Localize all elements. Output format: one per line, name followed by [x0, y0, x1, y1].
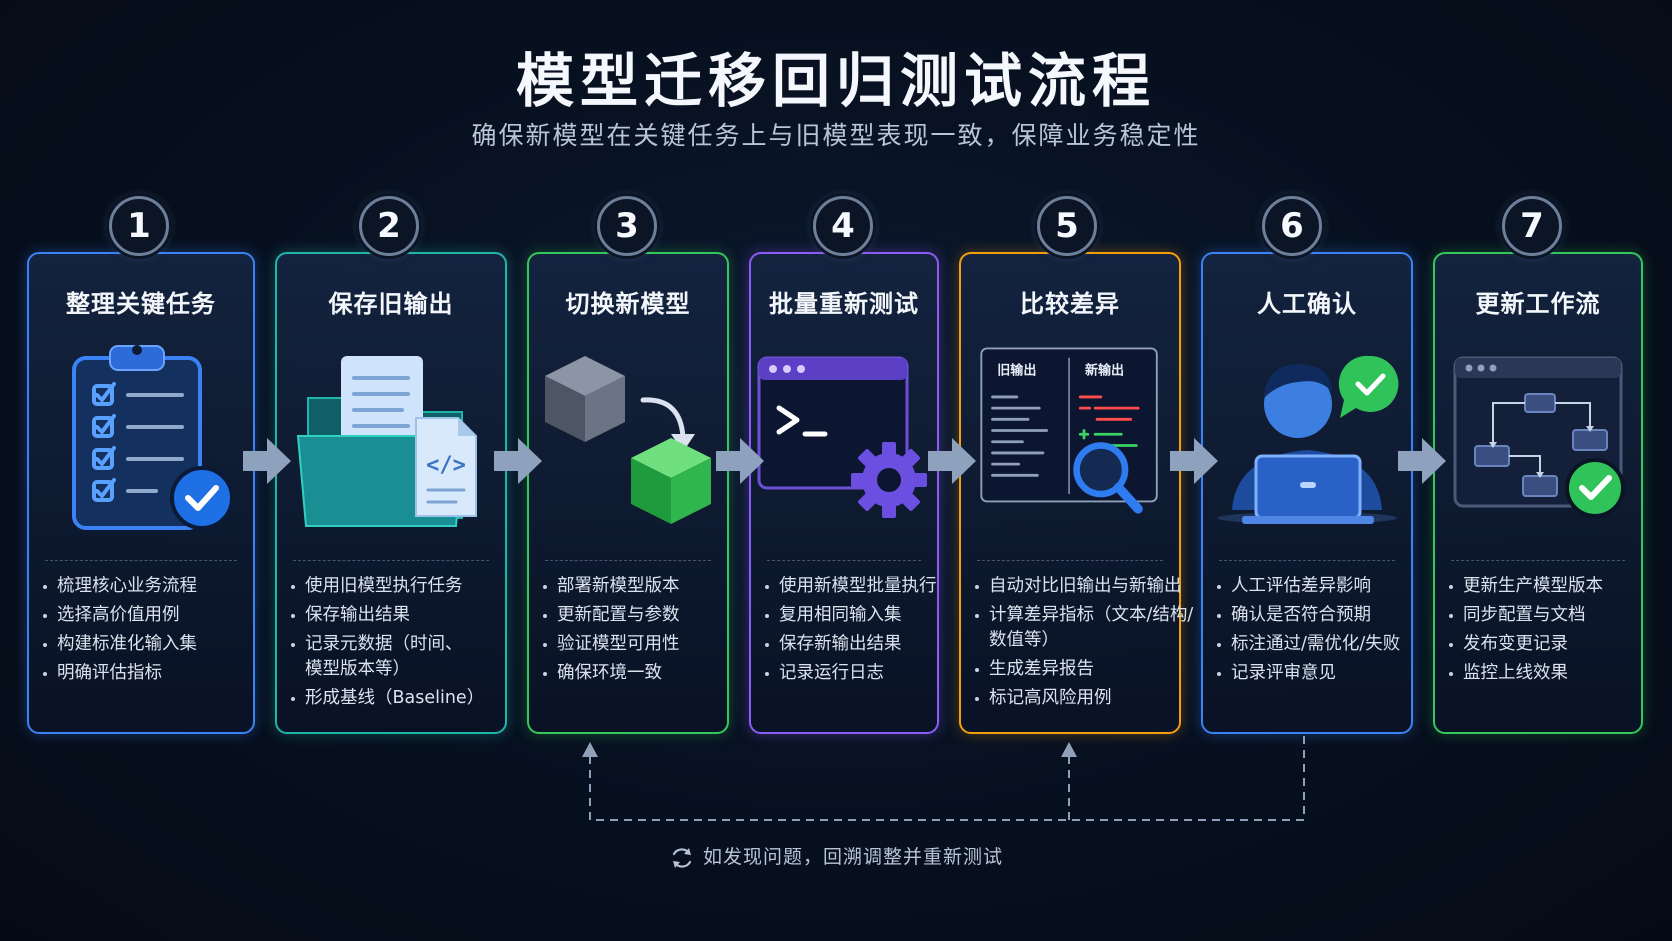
- step-number-badge-4: 4: [813, 196, 873, 256]
- bullet-item: 同步配置与文档: [1449, 603, 1635, 628]
- card-divider: [545, 560, 711, 561]
- bullet-item: 数值等）: [989, 630, 1059, 650]
- step-title: 切换新模型: [565, 290, 691, 318]
- bullet-item: 模型版本等）: [305, 659, 410, 679]
- loop-note: 如发现问题，回溯调整并重新测试: [0, 842, 1672, 871]
- bullet-item: 计算差异指标（文本/结构/: [975, 603, 1193, 628]
- loop-note-text: 如发现问题，回溯调整并重新测试: [702, 846, 1003, 868]
- step-card-2: 保存旧输出 </> 使用旧模型执行任务 保存输出结果 记录元数据（时间、 模型版…: [275, 252, 507, 734]
- clipboard-checklist-icon: [72, 345, 234, 530]
- flow-arrow-icon: [494, 438, 542, 484]
- flow-arrow-icon: [1398, 438, 1446, 484]
- step-number-badge-3: 3: [597, 196, 657, 256]
- card-divider: [977, 560, 1163, 561]
- refresh-icon: [672, 847, 692, 868]
- bullet-item: 记录元数据（时间、: [291, 632, 499, 657]
- bullet-item: 生成差异报告: [975, 657, 1173, 682]
- flow-arrow-icon: [928, 438, 976, 484]
- bullet-item: 确保环境一致: [543, 661, 721, 686]
- step-card-6: 人工确认 人工评估差异影响 确认是否符合预期 标注通过/需优化/失败 记录评审意…: [1201, 252, 1413, 734]
- bullet-item: 明确评估指标: [43, 661, 247, 686]
- bullet-item: 更新配置与参数: [543, 603, 721, 628]
- reviewer-laptop-icon: [1217, 355, 1399, 524]
- flow-arrow-icon: [1170, 438, 1218, 484]
- svg-text:</>: </>: [426, 453, 466, 478]
- bullet-item: 使用旧模型执行任务: [291, 574, 499, 599]
- step-title: 更新工作流: [1475, 290, 1601, 318]
- bullet-item: 验证模型可用性: [543, 632, 721, 657]
- terminal-gear-icon: [757, 356, 927, 518]
- bullet-item: 构建标准化输入集: [43, 632, 247, 657]
- card-divider: [293, 560, 489, 561]
- bullet-item: 标注通过/需优化/失败: [1217, 632, 1405, 657]
- bullet-item: 复用相同输入集: [765, 603, 931, 628]
- bullet-item: 使用新模型批量执行: [765, 574, 937, 599]
- step-card-4: 批量重新测试 使用新模型批量执行 复用相同输入集 保存新输出结果 记录运行: [749, 252, 939, 734]
- step-title: 整理关键任务: [66, 290, 216, 318]
- flow-arrow-icon: [716, 438, 764, 484]
- step-number-badge-5: 5: [1037, 196, 1097, 256]
- page-title: 模型迁移回归测试流程: [515, 47, 1156, 115]
- page-subtitle: 确保新模型在关键任务上与旧模型表现一致，保障业务稳定性: [471, 121, 1201, 150]
- step-title: 批量重新测试: [769, 290, 919, 318]
- bullet-item: 确认是否符合预期: [1217, 603, 1405, 628]
- card-divider: [1219, 560, 1395, 561]
- step-card-3: 切换新模型 部署新模型版本 更新配置与参数 验证模型可用性 确保环境一致: [527, 252, 729, 734]
- bullet-item: 保存输出结果: [291, 603, 499, 628]
- step-card-7: 更新工作流 更新生产模型版本 同步配置与文档 发布变更记录 监控上线效果: [1433, 252, 1643, 734]
- bullet-item: 发布变更记录: [1449, 632, 1635, 657]
- diff-compare-icon: 旧输出 新输出: [980, 347, 1158, 514]
- workflow-update-icon: [1453, 356, 1625, 518]
- step-title: 人工确认: [1257, 290, 1357, 318]
- bullet-item: 监控上线效果: [1449, 661, 1635, 686]
- bullet-item: 更新生产模型版本: [1449, 574, 1635, 599]
- step-card-1: 整理关键任务 梳理核心业务流程 选择高价值用例 构建标准化输入集 明确评估指标: [27, 252, 255, 734]
- step-card-5: 比较差异 旧输出 新输出 自动对比旧输出与新输出 计算差异指标（文本/结构/ 数…: [959, 252, 1193, 734]
- step-number-badge-7: 7: [1502, 196, 1562, 256]
- new-output-label: 新输出: [1085, 363, 1124, 379]
- bullet-item: 梳理核心业务流程: [43, 574, 247, 599]
- old-output-label: 旧输出: [997, 363, 1036, 379]
- card-divider: [1451, 560, 1625, 561]
- card-divider: [767, 560, 921, 561]
- bullet-item: 形成基线（Baseline）: [291, 686, 499, 711]
- bullet-item: 部署新模型版本: [543, 574, 721, 599]
- bullet-item: 记录评审意见: [1217, 661, 1405, 686]
- step-number-badge-1: 1: [109, 196, 169, 256]
- folder-document-icon: </>: [296, 356, 477, 527]
- bullet-item: 标记高风险用例: [975, 686, 1173, 711]
- step-title: 保存旧输出: [328, 290, 454, 318]
- bullet-item: 人工评估差异影响: [1217, 574, 1405, 599]
- bullet-item: 自动对比旧输出与新输出: [975, 574, 1182, 599]
- model-swap-cubes-icon: [545, 356, 711, 524]
- bullet-item: 选择高价值用例: [43, 603, 247, 628]
- bullet-item: 保存新输出结果: [765, 632, 931, 657]
- bullet-item: 记录运行日志: [765, 661, 931, 686]
- flow-arrow-icon: [243, 438, 291, 484]
- card-divider: [45, 560, 237, 561]
- step-number-badge-6: 6: [1262, 196, 1322, 256]
- step-number-badge-2: 2: [359, 196, 419, 256]
- step-title: 比较差异: [1020, 290, 1120, 318]
